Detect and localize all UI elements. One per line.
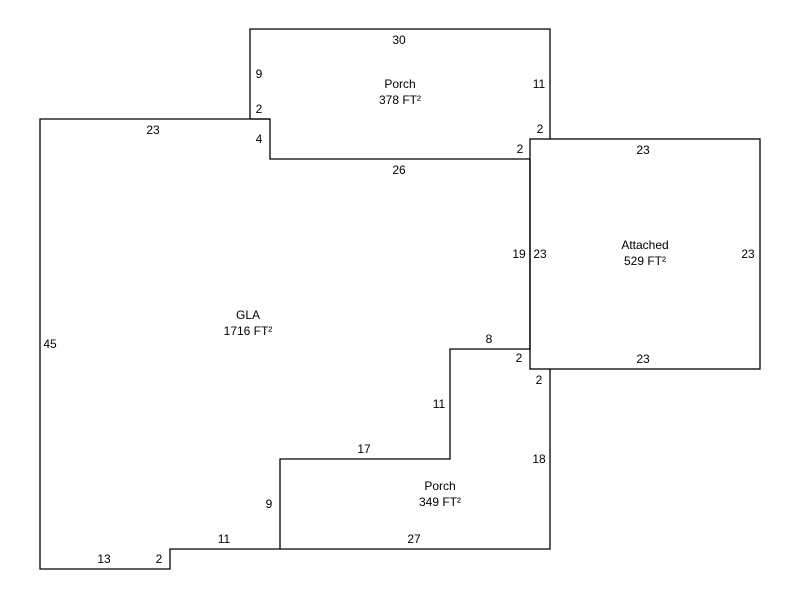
dimension-label: 19 (512, 247, 526, 261)
dimension-label: 2 (536, 122, 544, 136)
porch-bottom-outline (280, 369, 551, 550)
dimension-label: 27 (407, 532, 421, 546)
attached-size: 529 FT² (623, 254, 666, 268)
dimension-label: 2 (255, 102, 263, 116)
dimension-label: 9 (255, 67, 263, 81)
dimension-label: 17 (357, 442, 371, 456)
attached-outline (529, 138, 761, 370)
dimension-label: 23 (741, 247, 755, 261)
dimension-label: 23 (533, 247, 547, 261)
porch-top-size: 378 FT² (378, 93, 422, 107)
dimension-label: 26 (392, 163, 406, 177)
porch-top-bottom-wall (250, 118, 530, 160)
porch-top-name: Porch (384, 77, 416, 91)
attached-name: Attached (621, 238, 669, 252)
gla-name: GLA (235, 308, 260, 322)
dimension-label: 4 (255, 132, 263, 146)
porch-top-area-label: Porch 378 FT² (379, 76, 421, 108)
dimension-label: 11 (532, 77, 546, 91)
dimension-label: 11 (217, 532, 231, 546)
gla-size: 1716 FT² (223, 324, 273, 338)
dimension-label: 23 (146, 123, 160, 137)
dimension-label: 13 (97, 552, 111, 566)
porch-bottom-name: Porch (424, 479, 456, 493)
dimension-label: 23 (636, 352, 650, 366)
dimension-label: 30 (392, 33, 406, 47)
dimension-label: 2 (516, 142, 524, 156)
porch-top-outline (249, 28, 551, 139)
dimension-label: 23 (636, 143, 650, 157)
gla-area-label: GLA 1716 FT² (224, 307, 273, 339)
dimension-label: 2 (155, 552, 163, 566)
dimension-label: 45 (43, 337, 57, 351)
porch-bottom-size: 349 FT² (418, 495, 462, 509)
dimension-label: 11 (432, 397, 446, 411)
attached-area-label: Attached 529 FT² (621, 237, 668, 269)
dimension-label: 9 (265, 497, 273, 511)
dimension-label: 8 (485, 332, 493, 346)
dimension-label: 2 (515, 351, 523, 365)
dimension-label: 2 (535, 373, 543, 387)
porch-bottom-area-label: Porch 349 FT² (419, 478, 461, 510)
dimension-label: 18 (532, 452, 546, 466)
